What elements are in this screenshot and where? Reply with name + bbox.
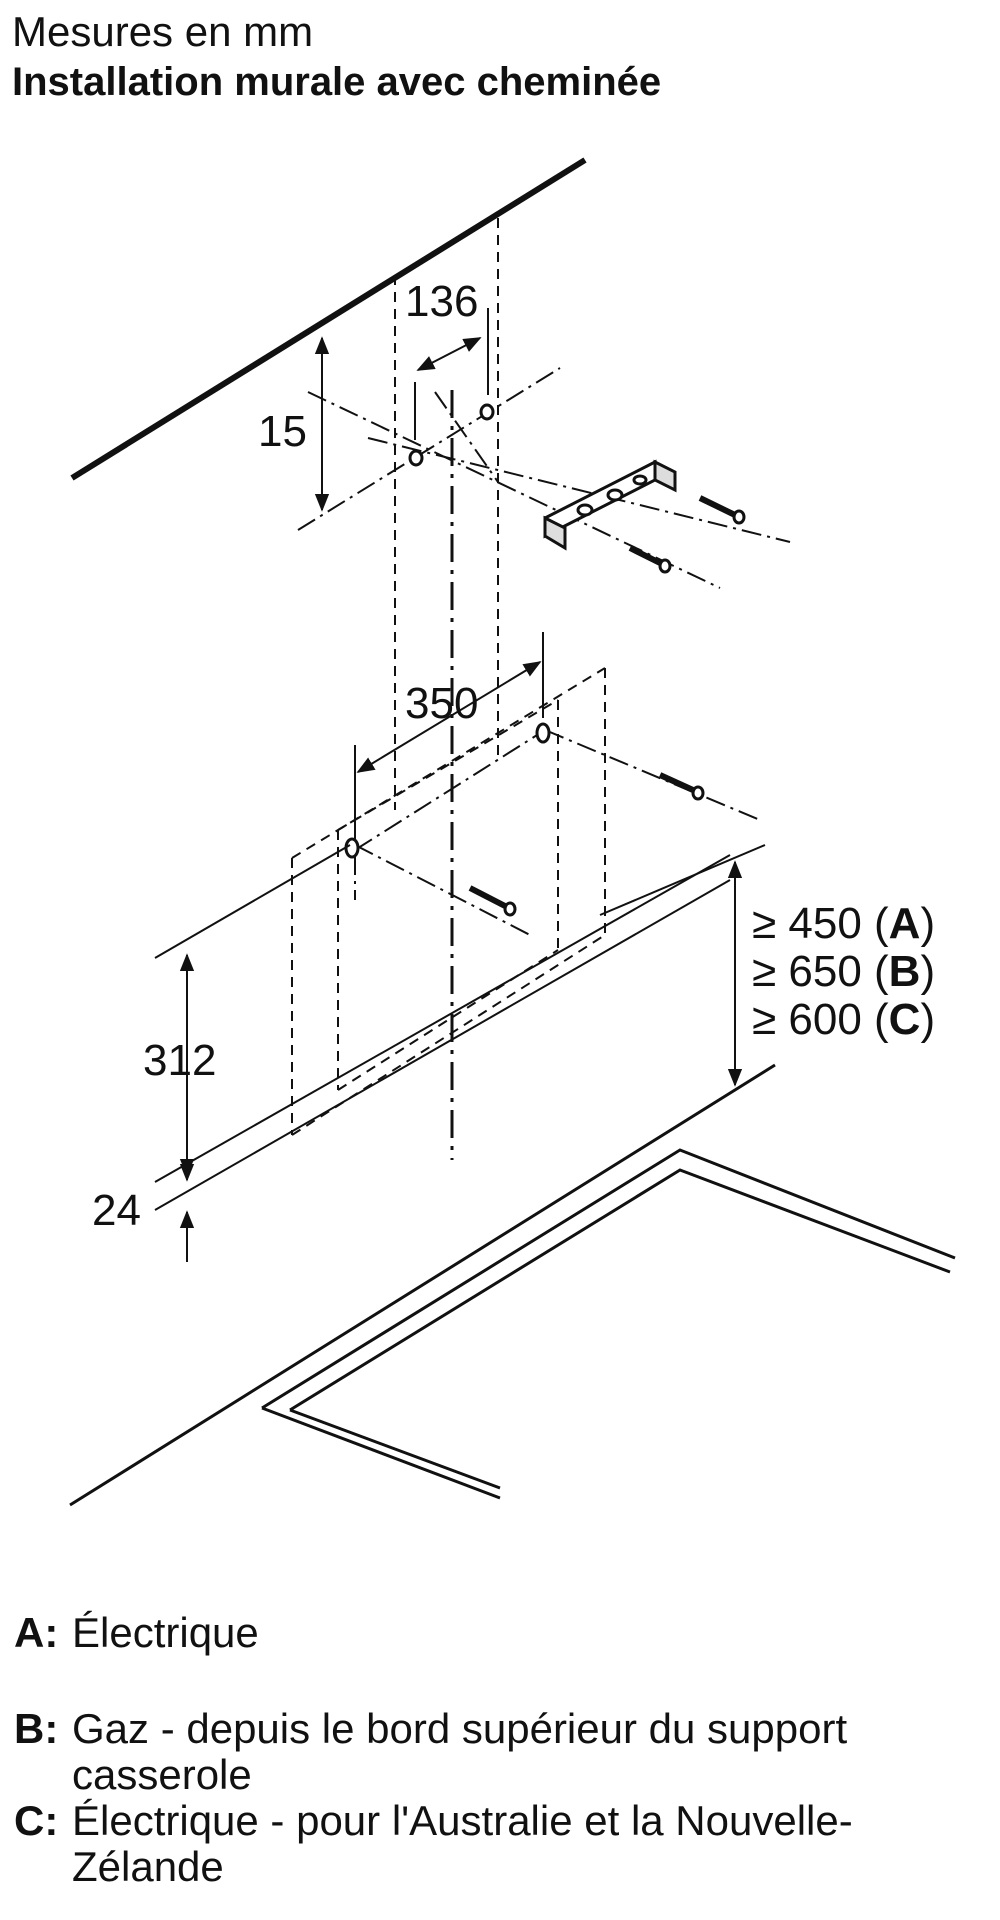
page-title: Installation murale avec cheminée	[12, 60, 662, 104]
cooktop-outline	[261, 1148, 956, 1500]
legend-a: A:Électrique	[14, 1609, 259, 1656]
dimension-136-line	[416, 337, 482, 371]
measurement-unit-note: Mesures en mm	[12, 8, 314, 55]
dimension-350-label: 350	[405, 679, 478, 728]
dimension-15-label: 15	[258, 407, 307, 456]
hood-body-outline	[291, 667, 606, 1136]
dimension-24-label: 24	[92, 1186, 141, 1235]
clearance-a-label: ≥ 450 (A)	[752, 899, 935, 948]
ceiling-line	[70, 157, 587, 481]
clearance-b-label: ≥ 650 (B)	[752, 947, 935, 996]
legend-c: C:Électrique - pour l'Australie et la No…	[14, 1797, 853, 1890]
installation-diagram: 15 136	[69, 157, 956, 1507]
dimension-350-line	[356, 661, 542, 773]
dimension-136-label: 136	[405, 277, 478, 326]
legend-b: B:Gaz - depuis le bord supérieur du supp…	[14, 1705, 848, 1798]
wall-bracket	[543, 459, 677, 551]
upper-screws	[628, 495, 746, 574]
lower-screws	[468, 772, 705, 917]
upper-mounting-holes	[408, 403, 495, 467]
clearance-c-label: ≥ 600 (C)	[752, 995, 935, 1044]
dimension-312-label: 312	[143, 1036, 216, 1085]
upper-mounting-lines	[297, 367, 791, 589]
hood-bottom-lines	[154, 844, 731, 1211]
clearance-extension-top	[599, 844, 766, 916]
worktop-back-edge	[69, 1063, 776, 1507]
